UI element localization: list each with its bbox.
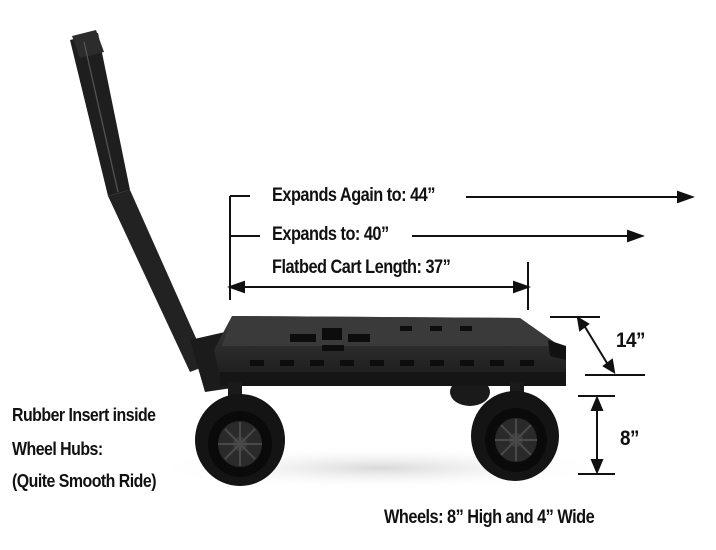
- width-dimension-label: 14”: [616, 329, 645, 352]
- flatbed-left-arrowhead: [227, 280, 245, 294]
- width-arrowhead-bottom: [602, 358, 616, 374]
- flatbed-right-arrowhead: [513, 280, 531, 294]
- wheel-arrowhead-bottom: [590, 459, 604, 475]
- wheel-height-label: 8”: [620, 427, 639, 450]
- expands-arrowhead: [627, 229, 645, 243]
- front-right-wheel: [471, 382, 559, 481]
- wheel-arrowhead-top: [590, 395, 604, 411]
- width-diagonal-line: [581, 321, 611, 369]
- expands-again-arrowhead: [677, 190, 695, 204]
- front-left-wheel: [195, 382, 285, 486]
- width-arrowhead-top: [576, 316, 590, 332]
- expands-label: Expands to: 40”: [272, 224, 389, 245]
- wheels-spec-label: Wheels: 8” High and 4” Wide: [384, 507, 595, 528]
- rubber-insert-line2: Wheel Hubs:: [12, 438, 103, 459]
- rubber-insert-line3: (Quite Smooth Ride): [12, 470, 157, 491]
- expands-again-label: Expands Again to: 44”: [272, 185, 435, 206]
- rubber-insert-line1: Rubber Insert inside: [12, 404, 156, 425]
- cart-handle: [70, 30, 232, 392]
- dimension-lines: [227, 190, 695, 475]
- flatbed-length-label: Flatbed Cart Length: 37”: [272, 257, 451, 278]
- cart-deck: [214, 316, 566, 386]
